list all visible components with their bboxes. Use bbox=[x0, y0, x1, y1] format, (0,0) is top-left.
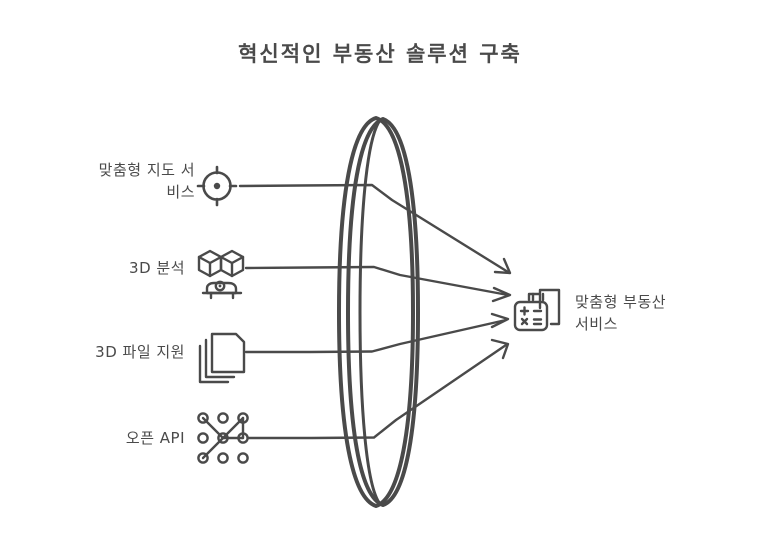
3d-scanner-cubes-icon bbox=[197, 249, 245, 300]
crosshair-target-icon bbox=[196, 165, 238, 207]
input-label-1: 3D 분석 bbox=[129, 259, 185, 277]
connector-line-4 bbox=[246, 343, 508, 440]
connector-lines bbox=[238, 183, 510, 440]
lens-outline-right bbox=[346, 117, 420, 507]
connector-line-3 bbox=[244, 318, 508, 354]
page-title: 혁신적인 부동산 솔루션 구축 bbox=[238, 42, 522, 66]
process-lens-shape bbox=[337, 116, 420, 508]
arrow-head-4 bbox=[490, 338, 510, 360]
connector-line-2 bbox=[244, 265, 510, 297]
lens-thickness-line bbox=[358, 118, 382, 506]
arrow-head-3 bbox=[490, 312, 510, 329]
connector-line-1 bbox=[238, 183, 510, 274]
input-label-2: 3D 파일 지원 bbox=[95, 343, 185, 361]
network-nodes-icon bbox=[197, 412, 249, 464]
arrow-heads bbox=[490, 257, 512, 360]
arrow-head-1 bbox=[493, 257, 512, 275]
lens-outline-left bbox=[337, 116, 415, 508]
arrow-head-2 bbox=[491, 286, 512, 303]
stacked-files-icon bbox=[198, 332, 246, 384]
input-label-3: 오픈 API bbox=[125, 429, 185, 447]
output-label: 맞춤형 부동산 서비스 bbox=[575, 293, 667, 333]
calculator-building-icon bbox=[513, 288, 561, 332]
input-label-0: 맞춤형 지도 서 비스 bbox=[98, 161, 195, 201]
